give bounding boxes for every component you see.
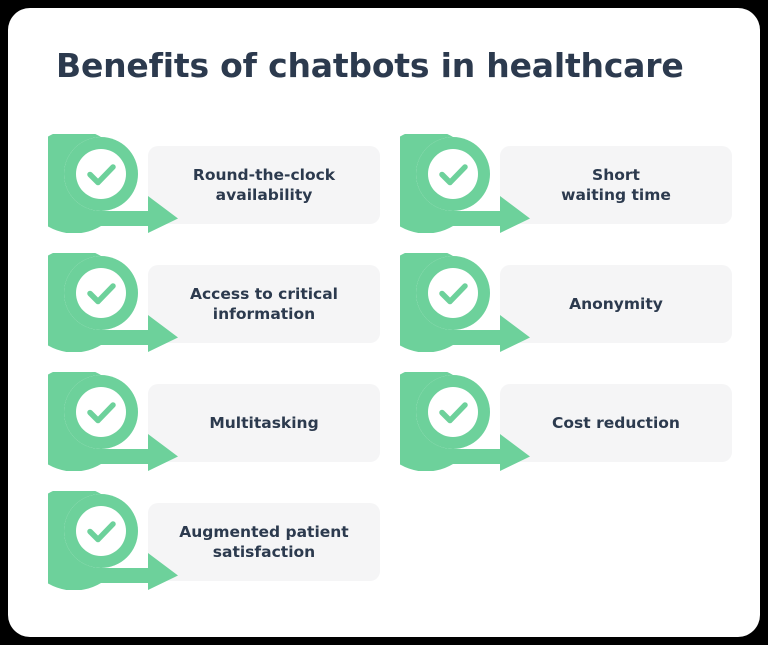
- benefits-column-right: Short waiting time Anonymity: [400, 134, 732, 491]
- benefit-label: Short waiting time: [561, 165, 671, 204]
- benefits-column-left: Round-the-clock availability Access to c…: [48, 134, 380, 610]
- infographic-card: Benefits of chatbots in healthcare Round…: [8, 8, 760, 637]
- benefit-label: Multitasking: [209, 413, 319, 432]
- benefit-item: Cost reduction: [400, 372, 732, 471]
- benefit-item: Round-the-clock availability: [48, 134, 380, 233]
- benefit-label: Round-the-clock availability: [192, 165, 336, 204]
- benefit-label: Access to critical information: [189, 284, 338, 323]
- benefit-item: Multitasking: [48, 372, 380, 471]
- benefit-item: Anonymity: [400, 253, 732, 352]
- benefit-label: Augmented patient satisfaction: [179, 522, 349, 561]
- page-title: Benefits of chatbots in healthcare: [56, 46, 684, 85]
- benefit-plate: Augmented patient satisfaction: [148, 503, 380, 581]
- benefit-plate: Cost reduction: [500, 384, 732, 462]
- benefit-label: Cost reduction: [552, 413, 680, 432]
- benefit-item: Short waiting time: [400, 134, 732, 233]
- benefit-item: Augmented patient satisfaction: [48, 491, 380, 590]
- benefit-plate: Access to critical information: [148, 265, 380, 343]
- benefit-plate: Short waiting time: [500, 146, 732, 224]
- benefit-plate: Anonymity: [500, 265, 732, 343]
- benefit-plate: Multitasking: [148, 384, 380, 462]
- benefit-plate: Round-the-clock availability: [148, 146, 380, 224]
- benefit-item: Access to critical information: [48, 253, 380, 352]
- benefit-label: Anonymity: [569, 294, 663, 313]
